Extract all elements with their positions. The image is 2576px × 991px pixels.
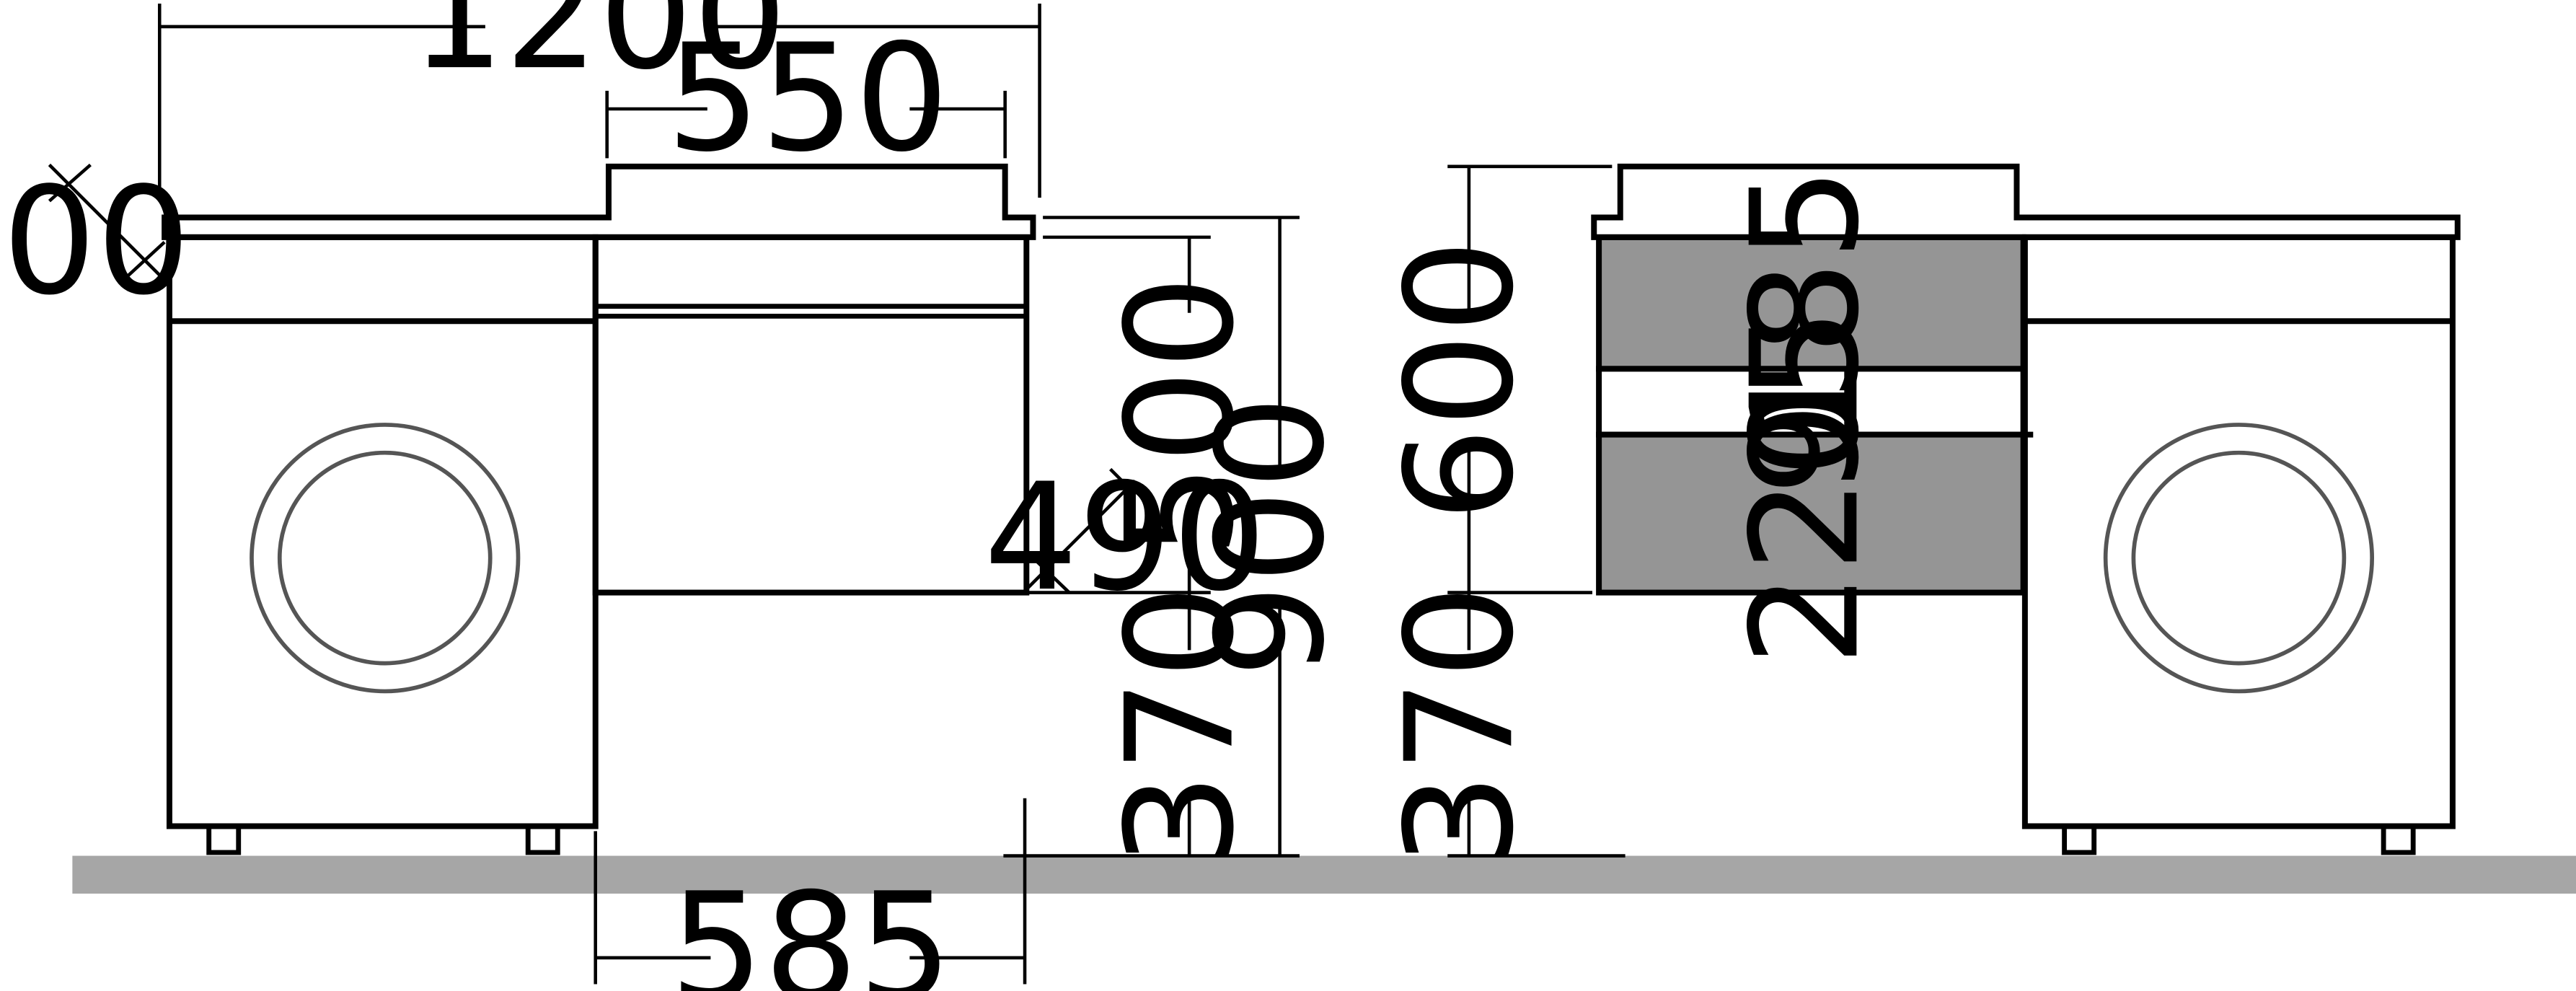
left-cabinet xyxy=(592,234,1030,596)
dim-cabinet-width: 585 xyxy=(670,861,953,991)
dim-leg-clearance-left: 370 xyxy=(1095,584,1267,867)
dim-drawer-gap: 95 xyxy=(1719,307,1892,496)
right-dimension-lines xyxy=(1447,164,1626,858)
dim-cabinet-depth: 490 xyxy=(984,452,1266,624)
dim-drawer-top: 185 xyxy=(1719,167,1892,449)
right-drum-outer xyxy=(2103,423,2375,694)
right-elevation xyxy=(1591,163,2461,855)
left-drum-inner xyxy=(277,450,493,666)
floor-strip xyxy=(72,855,2576,894)
right-foot-2 xyxy=(2381,824,2416,855)
right-foot-1 xyxy=(2062,824,2097,855)
left-dimension-lines xyxy=(48,3,1300,985)
left-foot-2 xyxy=(525,824,560,855)
right-drum xyxy=(2103,423,2375,694)
dim-basin-width: 550 xyxy=(666,12,949,185)
right-washing-machine xyxy=(2021,234,2456,829)
left-elevation xyxy=(162,163,1036,855)
right-drawer-bottom xyxy=(1596,431,2026,596)
dim-total-height: 900 xyxy=(1185,395,1357,678)
dim-cabinet-height: 500 xyxy=(1095,276,1267,558)
dim-total-width: 1200 xyxy=(410,0,787,102)
dim-leg-clearance-right: 370 xyxy=(1374,584,1546,867)
right-drawers xyxy=(1596,234,2034,596)
right-countertop xyxy=(1591,163,2461,240)
left-washing-machine xyxy=(166,234,599,829)
dim-right-height: 600 xyxy=(1374,239,1546,521)
left-drum xyxy=(250,423,521,694)
right-drawer-gap xyxy=(1596,366,2026,438)
right-drawer-top xyxy=(1596,234,2026,372)
dim-drawer-bottom: 220 xyxy=(1719,384,1892,666)
left-drum-outer xyxy=(250,423,521,694)
left-foot-1 xyxy=(206,824,242,855)
right-drum-inner xyxy=(2131,450,2347,666)
dim-depth: 500 xyxy=(0,156,190,328)
